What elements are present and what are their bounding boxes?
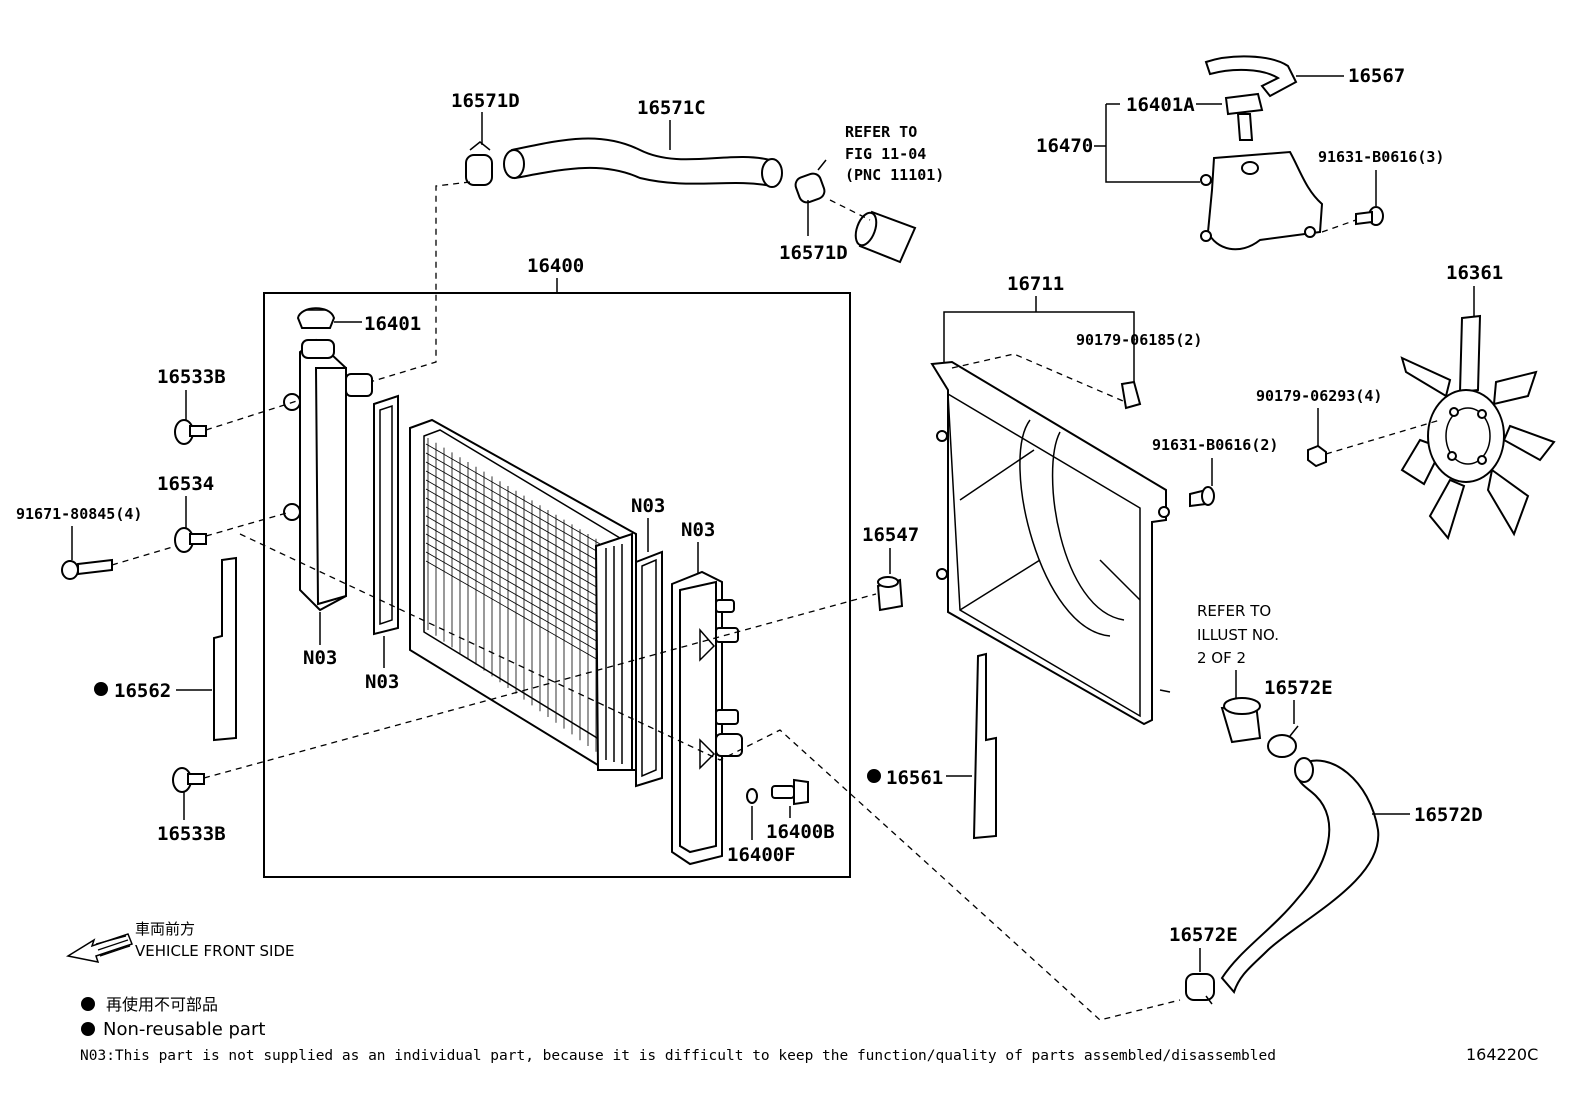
- label-16400B: 16400B: [766, 821, 835, 843]
- hose-clamp-16571D-right[interactable]: [793, 159, 827, 205]
- core-tube-line: [425, 443, 601, 545]
- core-tube-line: [425, 533, 601, 635]
- label-91631-b0616-mid: 91631-B0616(2): [1152, 436, 1278, 454]
- hose-clamp-16572E-bottom[interactable]: [1185, 973, 1215, 1005]
- core-tube-line: [425, 452, 601, 554]
- nonreuse-en-text: Non-reusable part: [103, 1019, 265, 1040]
- label-16572E-bottom: 16572E: [1169, 924, 1238, 946]
- label-n03-a: N03: [303, 647, 337, 669]
- nut-90179-06293[interactable]: [1307, 444, 1327, 468]
- reservoir-cap-16401A[interactable]: [1224, 92, 1264, 141]
- coolant-reservoir-16470[interactable]: [1200, 150, 1324, 251]
- label-16711: 16711: [1007, 273, 1064, 295]
- vehicle-front-arrow-icon: [65, 933, 133, 963]
- label-16567: 16567: [1348, 65, 1405, 87]
- label-16533B-top: 16533B: [157, 366, 226, 388]
- label-16571D-right: 16571D: [779, 242, 848, 264]
- drain-o-ring-16400F[interactable]: [746, 788, 758, 804]
- cooling-fan-16361[interactable]: [1400, 314, 1556, 541]
- seal-16561[interactable]: [972, 652, 997, 840]
- upper-radiator-hose-group: [369, 137, 917, 383]
- bolt-91631-b0616-shroud[interactable]: [1189, 486, 1215, 508]
- tank-gasket-n03-left: [373, 394, 399, 636]
- core-tube-line: [425, 488, 601, 590]
- label-91631-b0616-top: 91631-B0616(3): [1318, 148, 1444, 166]
- non-reusable-marker-16561: [867, 769, 881, 783]
- bushing-16534[interactable]: [174, 527, 207, 553]
- label-16561: 16561: [886, 767, 943, 789]
- bolt-91671-80845[interactable]: [61, 558, 113, 580]
- cushion-16547[interactable]: [876, 576, 904, 612]
- label-16547: 16547: [862, 524, 919, 546]
- engine-inlet-pipe: [1220, 697, 1262, 744]
- radiator-core: [409, 418, 637, 771]
- hose-clamp-16571D-left[interactable]: [465, 141, 493, 186]
- core-tube-line: [425, 524, 601, 626]
- label-16571C: 16571C: [637, 97, 706, 119]
- core-tube-line: [425, 560, 601, 662]
- radiator-hose-16571C[interactable]: [510, 137, 774, 188]
- core-tube-line: [425, 479, 601, 581]
- non-reusable-bullet-icon-en: [81, 1022, 95, 1036]
- label-n03-c: N03: [631, 495, 665, 517]
- svg-text:REFER TO: REFER TO: [845, 123, 917, 141]
- label-16401: 16401: [364, 313, 421, 335]
- label-16533B-bottom: 16533B: [157, 823, 226, 845]
- label-16572D: 16572D: [1414, 804, 1483, 826]
- core-tube-line: [425, 542, 601, 644]
- left-radiator-tank[interactable]: [283, 338, 373, 612]
- svg-text:ILLUST NO.: ILLUST NO.: [1197, 626, 1279, 644]
- label-n03-d: N03: [681, 519, 715, 541]
- radiator-cap-16401[interactable]: [296, 307, 336, 329]
- refer-fig-note: REFER TO FIG 11-04 (PNC 11101): [845, 123, 944, 184]
- seal-16562[interactable]: [213, 556, 237, 742]
- refer-illust-note: REFER TO ILLUST NO. 2 OF 2: [1197, 602, 1279, 667]
- hose-clamp-16572E-top[interactable]: [1267, 725, 1299, 758]
- engine-outlet-pipe: [854, 210, 917, 264]
- drain-cock-plug-16400B[interactable]: [771, 778, 809, 806]
- radiator-hose-16572D[interactable]: [1220, 759, 1380, 994]
- n03-note-text: N03:This part is not supplied as an indi…: [80, 1048, 1276, 1064]
- core-tube-line: [425, 515, 601, 617]
- label-16401A: 16401A: [1126, 94, 1195, 116]
- core-tube-line: [425, 461, 601, 563]
- svg-text:FIG 11-04: FIG 11-04: [845, 145, 926, 163]
- bolt-91631-b0616-reservoir[interactable]: [1355, 206, 1384, 226]
- label-16572E-top: 16572E: [1264, 677, 1333, 699]
- core-tube-line: [425, 551, 601, 653]
- non-reusable-bullet-icon-jp: [81, 997, 95, 1011]
- label-16361: 16361: [1446, 262, 1503, 284]
- label-16400F: 16400F: [727, 844, 796, 866]
- nonreuse-jp-text: 再使用不可部品: [106, 995, 218, 1014]
- direction-jp-text: 車両前方: [135, 920, 195, 938]
- label-16400: 16400: [527, 255, 584, 277]
- svg-text:(PNC 11101): (PNC 11101): [845, 166, 944, 184]
- label-90179-06293: 90179-06293(4): [1256, 387, 1382, 405]
- right-radiator-tank[interactable]: [671, 570, 743, 866]
- label-16571D-top: 16571D: [451, 90, 520, 112]
- fan-shroud-16711[interactable]: [930, 360, 1171, 726]
- tank-gasket-n03-right: [635, 550, 663, 788]
- bushing-16533B-bottom[interactable]: [172, 767, 205, 793]
- radiator-assembly-16400-box: [263, 292, 851, 878]
- core-tube-line: [425, 497, 601, 599]
- clip-90179-06185[interactable]: [1120, 380, 1142, 410]
- label-16534: 16534: [157, 473, 214, 495]
- non-reusable-marker-16562: [94, 682, 108, 696]
- diagram-id: 164220C: [1466, 1045, 1538, 1064]
- label-n03-b: N03: [365, 671, 399, 693]
- direction-en-text: VEHICLE FRONT SIDE: [135, 942, 295, 960]
- label-91671-80845: 91671-80845(4): [16, 505, 142, 523]
- svg-text:2 OF 2: 2 OF 2: [1197, 649, 1246, 667]
- label-90179-06185: 90179-06185(2): [1076, 331, 1202, 349]
- overflow-hose-16567[interactable]: [1204, 55, 1298, 98]
- bushing-16533B-top[interactable]: [174, 419, 207, 445]
- core-tube-line: [425, 470, 601, 572]
- label-16470: 16470: [1036, 135, 1093, 157]
- label-16562: 16562: [114, 680, 171, 702]
- core-tube-line: [425, 506, 601, 608]
- svg-text:REFER TO: REFER TO: [1197, 602, 1271, 620]
